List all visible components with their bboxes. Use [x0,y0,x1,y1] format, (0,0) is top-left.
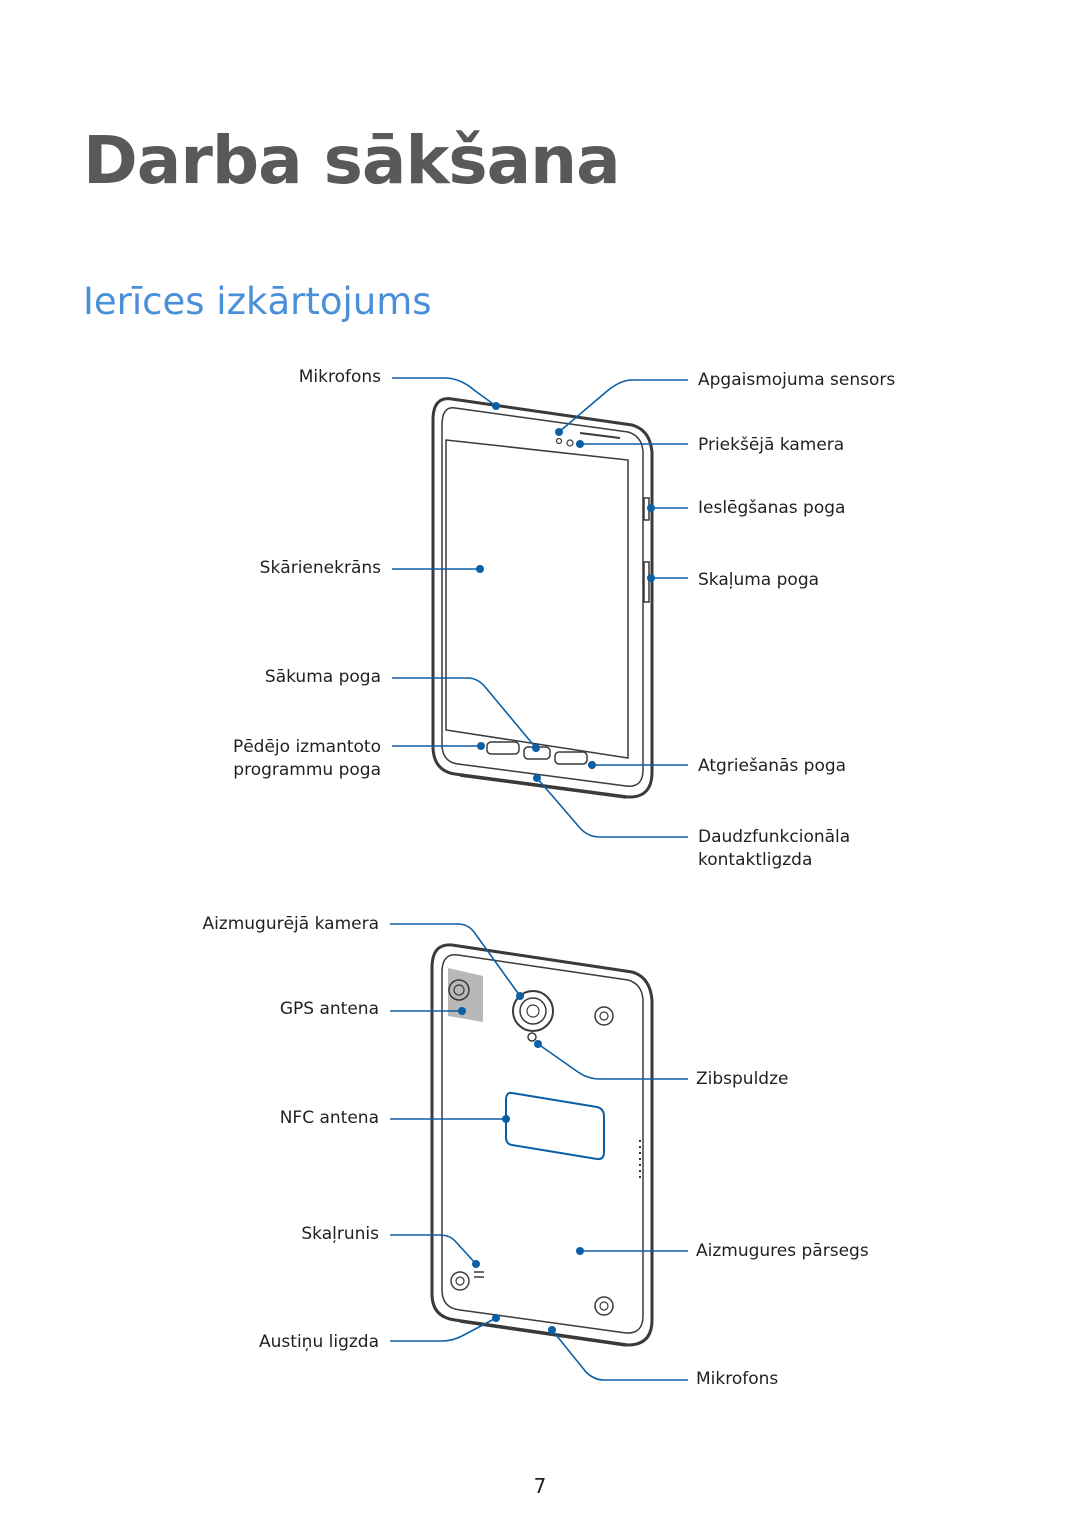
label-rear-camera: Aizmugurējā kamera [202,914,379,934]
chapter-title: Darba sākšana [83,122,621,199]
callout-line-home-button [392,677,537,749]
label-back-cover: Aizmugures pārsegs [696,1241,869,1261]
label-microphone-front: Mikrofons [298,367,381,387]
label-front-camera: Priekšējā kamera [698,435,845,455]
callout-dot [477,742,485,750]
back-device-illustration [430,943,654,1347]
label-recent-apps-line2: programmu poga [233,760,381,780]
callout-dot [548,1326,556,1334]
label-microphone-back: Mikrofons [696,1369,779,1389]
callout-dot [576,440,584,448]
callout-line-rear-camera [390,923,521,997]
label-back-button: Atgriešanās poga [698,756,847,776]
callout-dot [555,428,563,436]
callout-dot [502,1115,510,1123]
label-nfc-antenna: NFC antena [279,1108,379,1128]
callout-dot [472,1260,480,1268]
callout-line-speaker [390,1234,477,1265]
page-number: 7 [533,1474,547,1498]
callout-dot [492,402,500,410]
callout-dot [492,1314,500,1322]
nfc-antenna-outline [505,1091,605,1161]
front-device-illustration [431,397,654,799]
callout-dot [516,992,524,1000]
callout-dot [647,504,655,512]
callout-dot [532,744,540,752]
label-home-button: Sākuma poga [264,667,381,687]
label-multipurpose-jack: Daudzfunkcionāla kontaktligzda [698,826,850,872]
label-recent-apps: Pēdējo izmantoto programmu poga [233,736,381,782]
label-power-button: Ieslēgšanas poga [698,498,846,518]
label-headset-jack: Austiņu ligzda [259,1332,379,1352]
callout-line-light-sensor [558,379,688,433]
callout-dot [534,1040,542,1048]
section-title: Ierīces izkārtojums [83,280,432,323]
label-multipurpose-jack-line2: kontaktligzda [698,850,813,870]
callout-dot [588,761,596,769]
label-recent-apps-line1: Pēdējo izmantoto [232,737,381,757]
callout-line-flash [537,1043,688,1080]
label-flash: Zibspuldze [696,1069,789,1089]
callout-dot [476,565,484,573]
callout-line-microphone-front [392,377,497,407]
callout-line-headset-jack [390,1317,497,1342]
label-speaker: Skaļrunis [301,1224,379,1244]
label-volume-button: Skaļuma poga [698,570,820,590]
callout-line-microphone-back [551,1329,688,1381]
label-multipurpose-jack-line1: Daudzfunkcionāla [698,827,851,847]
callout-dot [533,774,541,782]
callout-dot [576,1247,584,1255]
label-gps-antenna: GPS antena [279,999,379,1019]
callout-line-multipurpose-jack [536,777,688,838]
callout-dot [458,1007,466,1015]
label-touchscreen: Skārienekrāns [259,558,381,578]
label-light-sensor: Apgaismojuma sensors [698,370,896,390]
callout-dot [647,574,655,582]
